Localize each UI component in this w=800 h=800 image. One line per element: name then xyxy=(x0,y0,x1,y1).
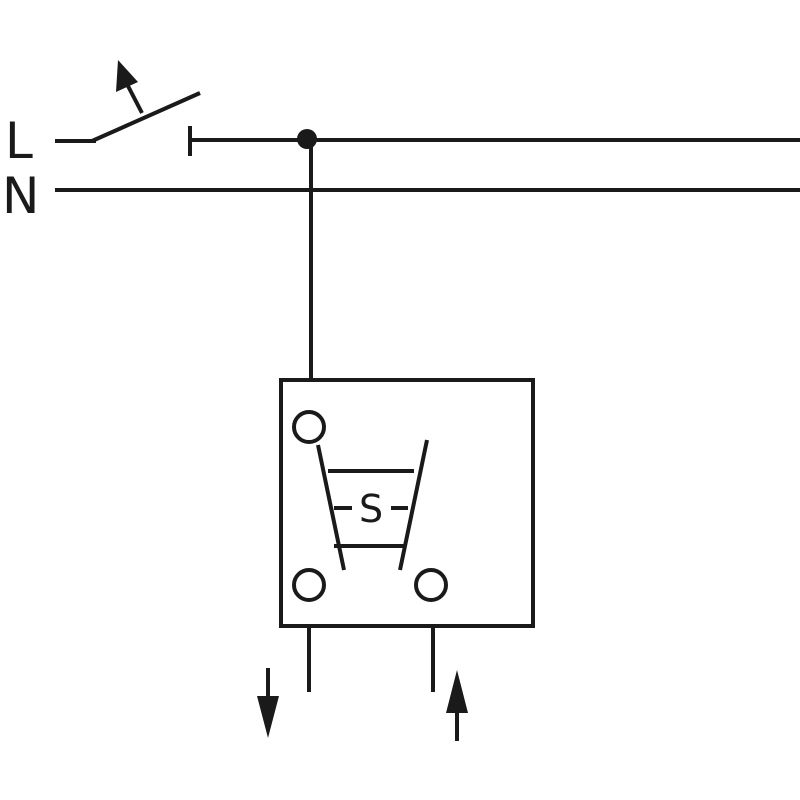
up-arrow-head xyxy=(446,670,468,713)
contact-arm-right xyxy=(398,439,429,571)
junction-dot xyxy=(297,129,317,149)
arrow-up-diagonal-icon xyxy=(116,60,144,114)
switch-module: S xyxy=(279,378,535,628)
terminal-top-left xyxy=(292,410,326,444)
contact-arm-left xyxy=(316,444,346,571)
down-arrow-head xyxy=(257,696,279,738)
switch-arrow-shaft xyxy=(126,85,144,114)
phase-line xyxy=(55,91,800,156)
module-center-label: S xyxy=(359,487,383,531)
switch-arrow-head xyxy=(116,60,138,92)
module-housing xyxy=(279,378,535,628)
arrow-up-icon xyxy=(446,670,468,741)
terminal-bottom-right xyxy=(414,568,448,602)
neutral-line-label: N xyxy=(2,167,39,225)
terminal-bottom-left xyxy=(292,568,326,602)
arrow-down-icon xyxy=(257,668,279,738)
phase-line-label: L xyxy=(5,112,33,170)
main-switch-blade xyxy=(91,91,201,143)
